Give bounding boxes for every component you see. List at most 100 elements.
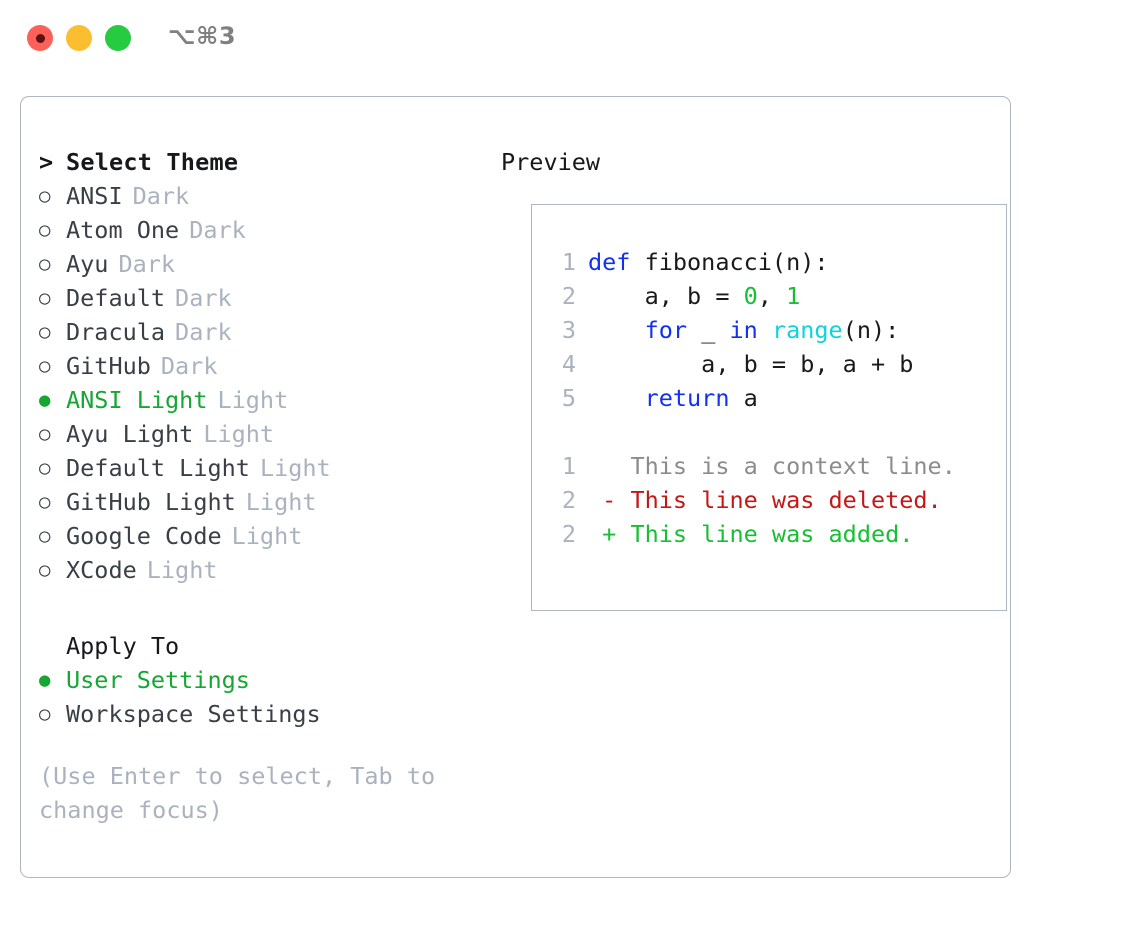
- code-token: for: [644, 316, 688, 344]
- apply-to-option-label: Workspace Settings: [66, 700, 321, 728]
- close-button[interactable]: [27, 25, 53, 51]
- code-token: range: [771, 316, 843, 344]
- theme-list-item[interactable]: ○ GitHub Dark: [39, 349, 494, 383]
- theme-list-item[interactable]: ○ ANSI Dark: [39, 179, 494, 213]
- apply-to-option[interactable]: ○ Workspace Settings: [39, 697, 494, 731]
- code-token: def: [588, 248, 645, 276]
- radio-unselected-icon[interactable]: ○: [39, 185, 51, 207]
- radio-unselected-icon[interactable]: ○: [39, 287, 51, 309]
- apply-to-option-label: User Settings: [66, 666, 250, 694]
- theme-name: Default Light: [66, 454, 250, 482]
- code-line: 3 for _ in range(n):: [550, 313, 990, 347]
- preview-heading: Preview: [501, 148, 601, 176]
- keyboard-hint: (Use Enter to select, Tab to change focu…: [39, 762, 436, 824]
- theme-variant-tag: Light: [203, 420, 275, 448]
- line-number: 2: [561, 486, 576, 514]
- radio-unselected-icon[interactable]: ○: [39, 491, 51, 513]
- code-token: [588, 384, 645, 412]
- code-token: ,: [757, 282, 787, 310]
- theme-variant-tag: Dark: [160, 352, 218, 380]
- code-token: 1: [786, 282, 801, 310]
- code-token: 0: [743, 282, 758, 310]
- theme-list-item[interactable]: ○ GitHub Light Light: [39, 485, 494, 519]
- apply-to-label-row: Apply To: [39, 629, 494, 663]
- theme-list-item[interactable]: ● ANSI Light Light: [39, 383, 494, 417]
- theme-name: ANSI: [66, 182, 123, 210]
- code-text: def fibonacci(n):: [588, 245, 829, 279]
- theme-name: Default: [66, 284, 166, 312]
- code-token: [588, 316, 645, 344]
- code-blank-line: [550, 415, 990, 449]
- section-spacer: [39, 587, 494, 629]
- line-number: 1: [561, 248, 576, 276]
- theme-name: Ayu: [66, 250, 109, 278]
- code-token: a: [729, 384, 758, 412]
- apply-to-options: ● User Settings ○ Workspace Settings: [39, 663, 494, 731]
- theme-variant-tag: Dark: [132, 182, 190, 210]
- code-token: a, b = b, a + b: [588, 350, 914, 378]
- radio-unselected-icon[interactable]: ○: [39, 355, 51, 377]
- theme-name: GitHub Light: [66, 488, 236, 516]
- code-token: return: [644, 384, 730, 412]
- theme-variant-tag: Light: [146, 556, 218, 584]
- theme-name: Ayu Light: [66, 420, 194, 448]
- theme-name: Atom One: [66, 216, 180, 244]
- line-number: 2: [561, 282, 576, 310]
- caret-icon: >: [39, 148, 54, 176]
- theme-list-item[interactable]: ○ Ayu Light Light: [39, 417, 494, 451]
- code-token: - This line was deleted.: [588, 486, 942, 514]
- apply-to-option[interactable]: ● User Settings: [39, 663, 494, 697]
- code-token: a, b =: [588, 282, 744, 310]
- theme-name: ANSI Light: [66, 386, 208, 414]
- line-number: 1: [561, 452, 576, 480]
- radio-unselected-icon[interactable]: ○: [39, 423, 51, 445]
- code-line: 2 a, b = 0, 1: [550, 279, 990, 313]
- radio-unselected-icon[interactable]: ○: [39, 559, 51, 581]
- radio-selected-icon[interactable]: ●: [39, 389, 51, 411]
- code-text: - This line was deleted.: [588, 483, 942, 517]
- radio-unselected-icon[interactable]: ○: [39, 457, 51, 479]
- theme-list-item[interactable]: ○ Ayu Dark: [39, 247, 494, 281]
- code-token: in: [729, 316, 758, 344]
- code-line: 4 a, b = b, a + b: [550, 347, 990, 381]
- code-token: This is a context line.: [588, 452, 956, 480]
- radio-selected-icon[interactable]: ●: [39, 669, 51, 691]
- maximize-button[interactable]: [105, 25, 131, 51]
- code-token: [758, 316, 772, 344]
- line-number: 5: [561, 384, 576, 412]
- theme-variant-tag: Dark: [118, 250, 176, 278]
- theme-variant-tag: Light: [259, 454, 331, 482]
- line-number: 2: [561, 520, 576, 548]
- diff-line: 1 This is a context line.: [550, 449, 990, 483]
- theme-variant-tag: Light: [217, 386, 289, 414]
- theme-name: GitHub: [66, 352, 151, 380]
- code-token: + This line was added.: [588, 520, 914, 548]
- radio-unselected-icon[interactable]: ○: [39, 321, 51, 343]
- theme-name: Google Code: [66, 522, 222, 550]
- line-number: 4: [561, 350, 576, 378]
- radio-unselected-icon[interactable]: ○: [39, 219, 51, 241]
- minimize-button[interactable]: [66, 25, 92, 51]
- radio-unselected-icon[interactable]: ○: [39, 253, 51, 275]
- apply-to-label: Apply To: [66, 632, 180, 660]
- code-text: for _ in range(n):: [588, 313, 900, 347]
- radio-unselected-icon[interactable]: ○: [39, 525, 51, 547]
- code-text: a, b = 0, 1: [588, 279, 801, 313]
- theme-variant-tag: Light: [245, 488, 317, 516]
- theme-list-item[interactable]: ○ Default Light Light: [39, 451, 494, 485]
- code-text: a, b = b, a + b: [588, 347, 913, 381]
- code-line: 5 return a: [550, 381, 990, 415]
- code-text: This is a context line.: [588, 449, 956, 483]
- radio-unselected-icon[interactable]: ○: [39, 703, 51, 725]
- code-token: _: [687, 316, 730, 344]
